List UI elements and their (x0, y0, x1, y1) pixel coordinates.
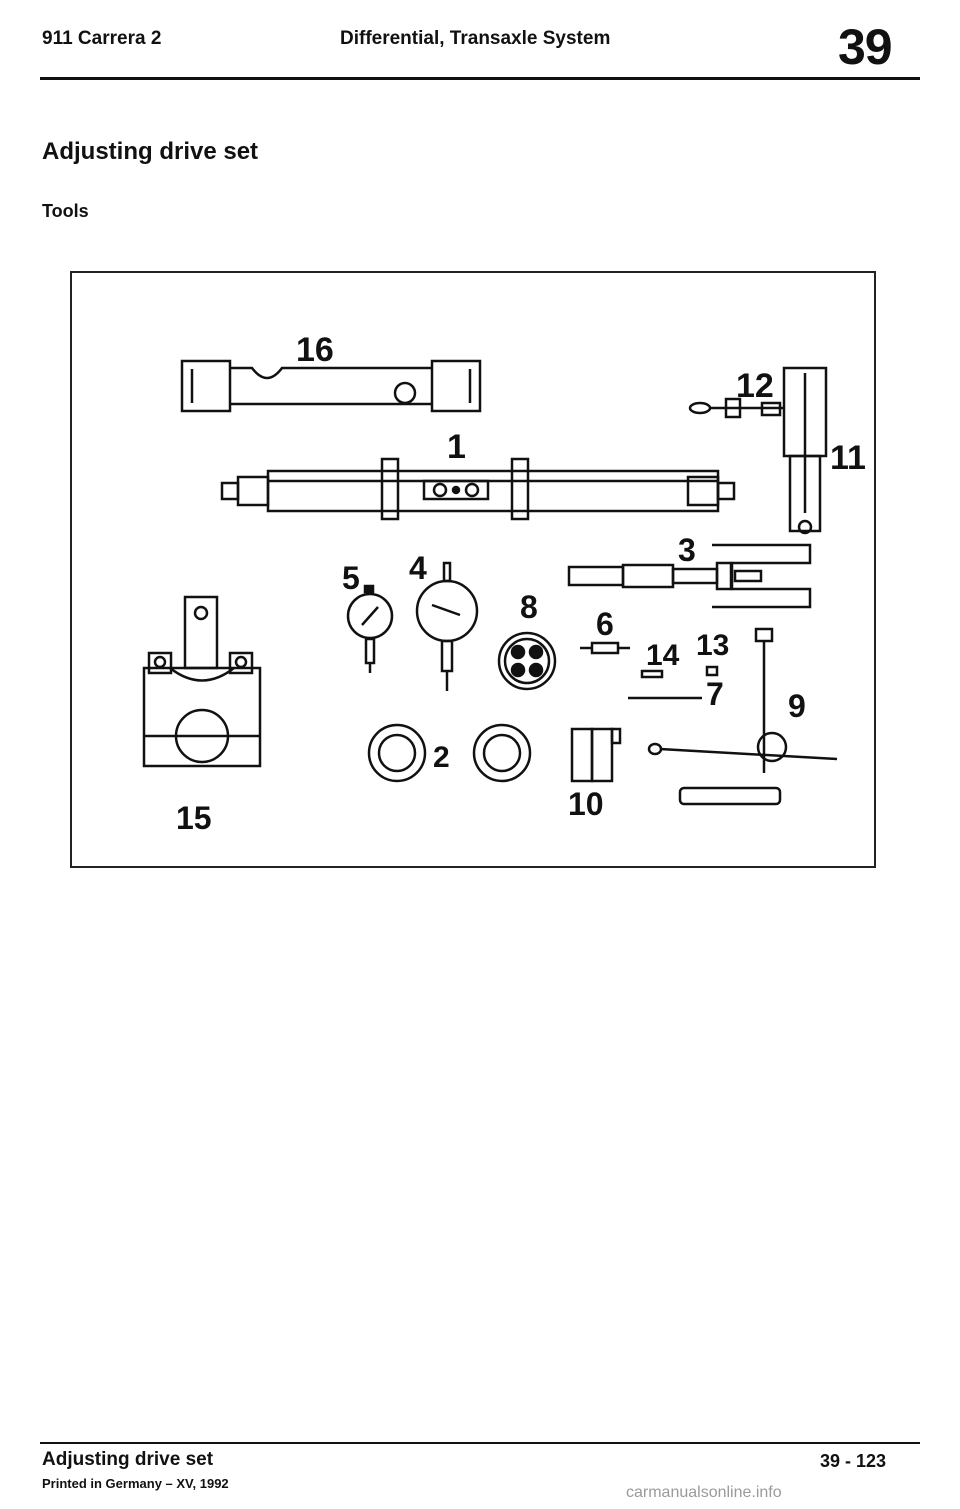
footer-page-number: 39 - 123 (820, 1451, 887, 1471)
footer-printed-note: Printed in Germany – XV, 1992 (42, 1476, 229, 1491)
callout-14: 14 (646, 639, 680, 672)
callout-12: 12 (736, 367, 774, 405)
callout-7: 7 (706, 676, 724, 712)
watermark[interactable]: carmanualsonline.info (626, 1484, 782, 1501)
callout-10: 10 (568, 786, 604, 822)
header-rule (40, 77, 920, 80)
tool-10-insert (570, 727, 622, 783)
tool-2-rings (367, 723, 532, 783)
tool-4-large-dial-gauge (415, 561, 479, 691)
tool-12-gauge (688, 397, 784, 419)
callout-4: 4 (409, 550, 427, 586)
callout-6: 6 (596, 606, 614, 642)
tool-1-shaft (220, 457, 736, 521)
callout-15: 15 (176, 800, 212, 836)
header-section-title: Differential, Transaxle System (340, 28, 611, 49)
tool-16-box-spanner (180, 359, 482, 413)
header-chapter-number: 39 (838, 19, 893, 75)
tool-15-fixture (142, 595, 262, 768)
header-model: 911 Carrera 2 (42, 28, 162, 49)
tool-3-micrometer (567, 543, 812, 609)
page-title: Adjusting drive set (42, 138, 259, 165)
tools-illustration: 16 1 12 11 3 5 4 8 6 14 13 7 9 2 10 15 (142, 331, 866, 836)
tool-13-pin (705, 665, 719, 677)
tool-6-pin (580, 641, 630, 655)
callout-8: 8 (520, 589, 538, 625)
tool-5-small-dial-gauge (346, 584, 394, 673)
tool-11-holder (782, 366, 828, 535)
tool-8-disc (497, 631, 557, 691)
callout-9: 9 (788, 688, 806, 724)
page-subtitle: Tools (42, 201, 89, 221)
callout-16: 16 (296, 331, 334, 369)
tool-9-gauge-holder (647, 627, 838, 806)
callout-2: 2 (433, 741, 450, 774)
callout-11: 11 (830, 439, 866, 477)
tools-figure: 16 1 12 11 3 5 4 8 6 14 13 7 9 2 10 15 (70, 271, 876, 868)
footer-title: Adjusting drive set (42, 1449, 214, 1470)
callout-13: 13 (696, 629, 729, 662)
tool-14-pin (640, 669, 664, 679)
callout-3: 3 (678, 532, 696, 568)
footer-rule (40, 1442, 920, 1444)
callout-1: 1 (447, 428, 466, 466)
callout-5: 5 (342, 560, 360, 596)
